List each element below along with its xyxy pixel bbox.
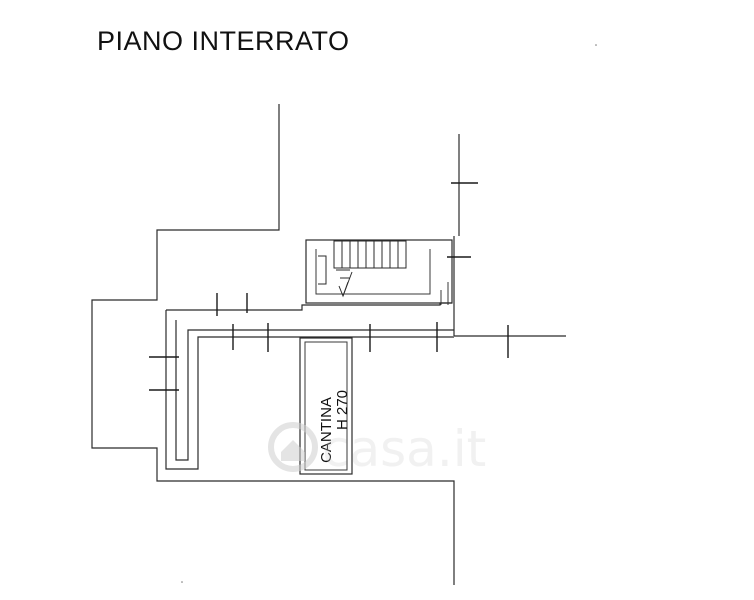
outer-walls: [91, 104, 566, 585]
scan-specks: [181, 44, 597, 583]
cantina-room: [299, 337, 353, 475]
stair-block: [305, 239, 453, 304]
room-name: CANTINA: [318, 397, 335, 463]
house-logo-icon: [268, 422, 318, 472]
dimension-ticks: [149, 182, 509, 391]
plan-title: PIANO INTERRATO: [97, 26, 350, 56]
watermark-text: casa.it: [322, 420, 486, 478]
room-height: H 270: [334, 390, 351, 430]
watermark: casa.it: [268, 420, 486, 478]
